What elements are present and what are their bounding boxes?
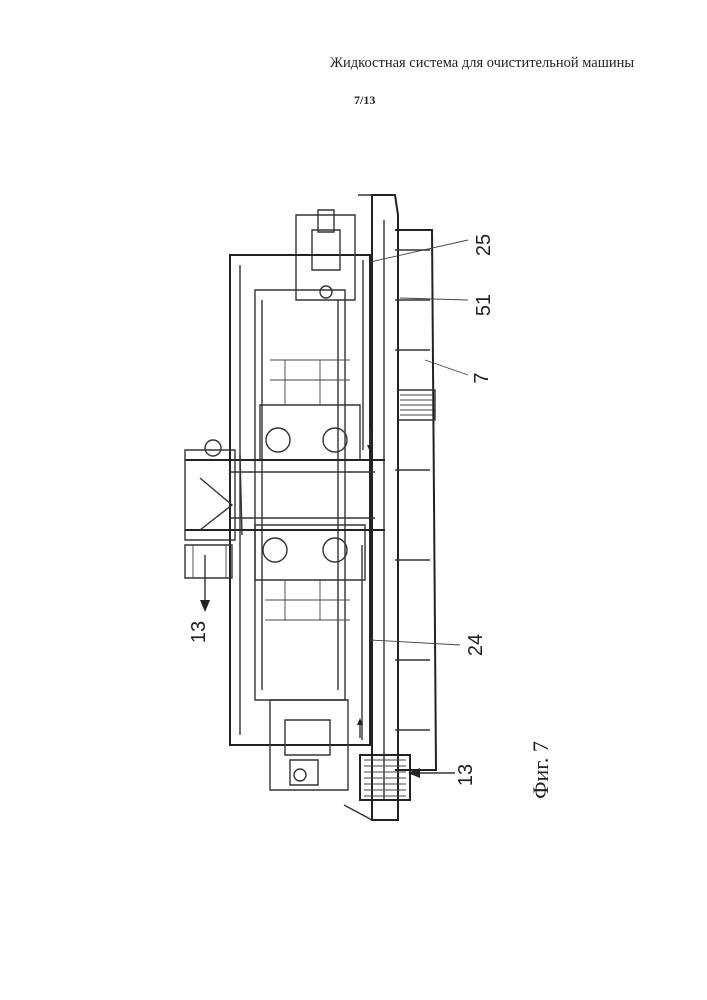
ref-label-13-bottom: 13: [455, 764, 477, 786]
lower-bearings: [255, 525, 365, 620]
ribbed-section: [398, 390, 435, 420]
housing: [230, 255, 370, 745]
inlet-connector: [360, 755, 410, 800]
figure-caption: Фиг. 7: [528, 741, 553, 799]
outlet-pipe: [185, 545, 232, 578]
flow-arrow-top: [200, 555, 210, 612]
base-plate: [344, 195, 436, 820]
ref-label-7: 7: [471, 372, 493, 383]
ref-label-24: 24: [465, 634, 487, 656]
leader-lines: [370, 240, 468, 645]
ref-label-25: 25: [473, 234, 495, 256]
ref-label-51: 51: [473, 294, 495, 316]
ref-label-13-top: 13: [188, 621, 210, 643]
flow-channel-24: [357, 545, 363, 740]
